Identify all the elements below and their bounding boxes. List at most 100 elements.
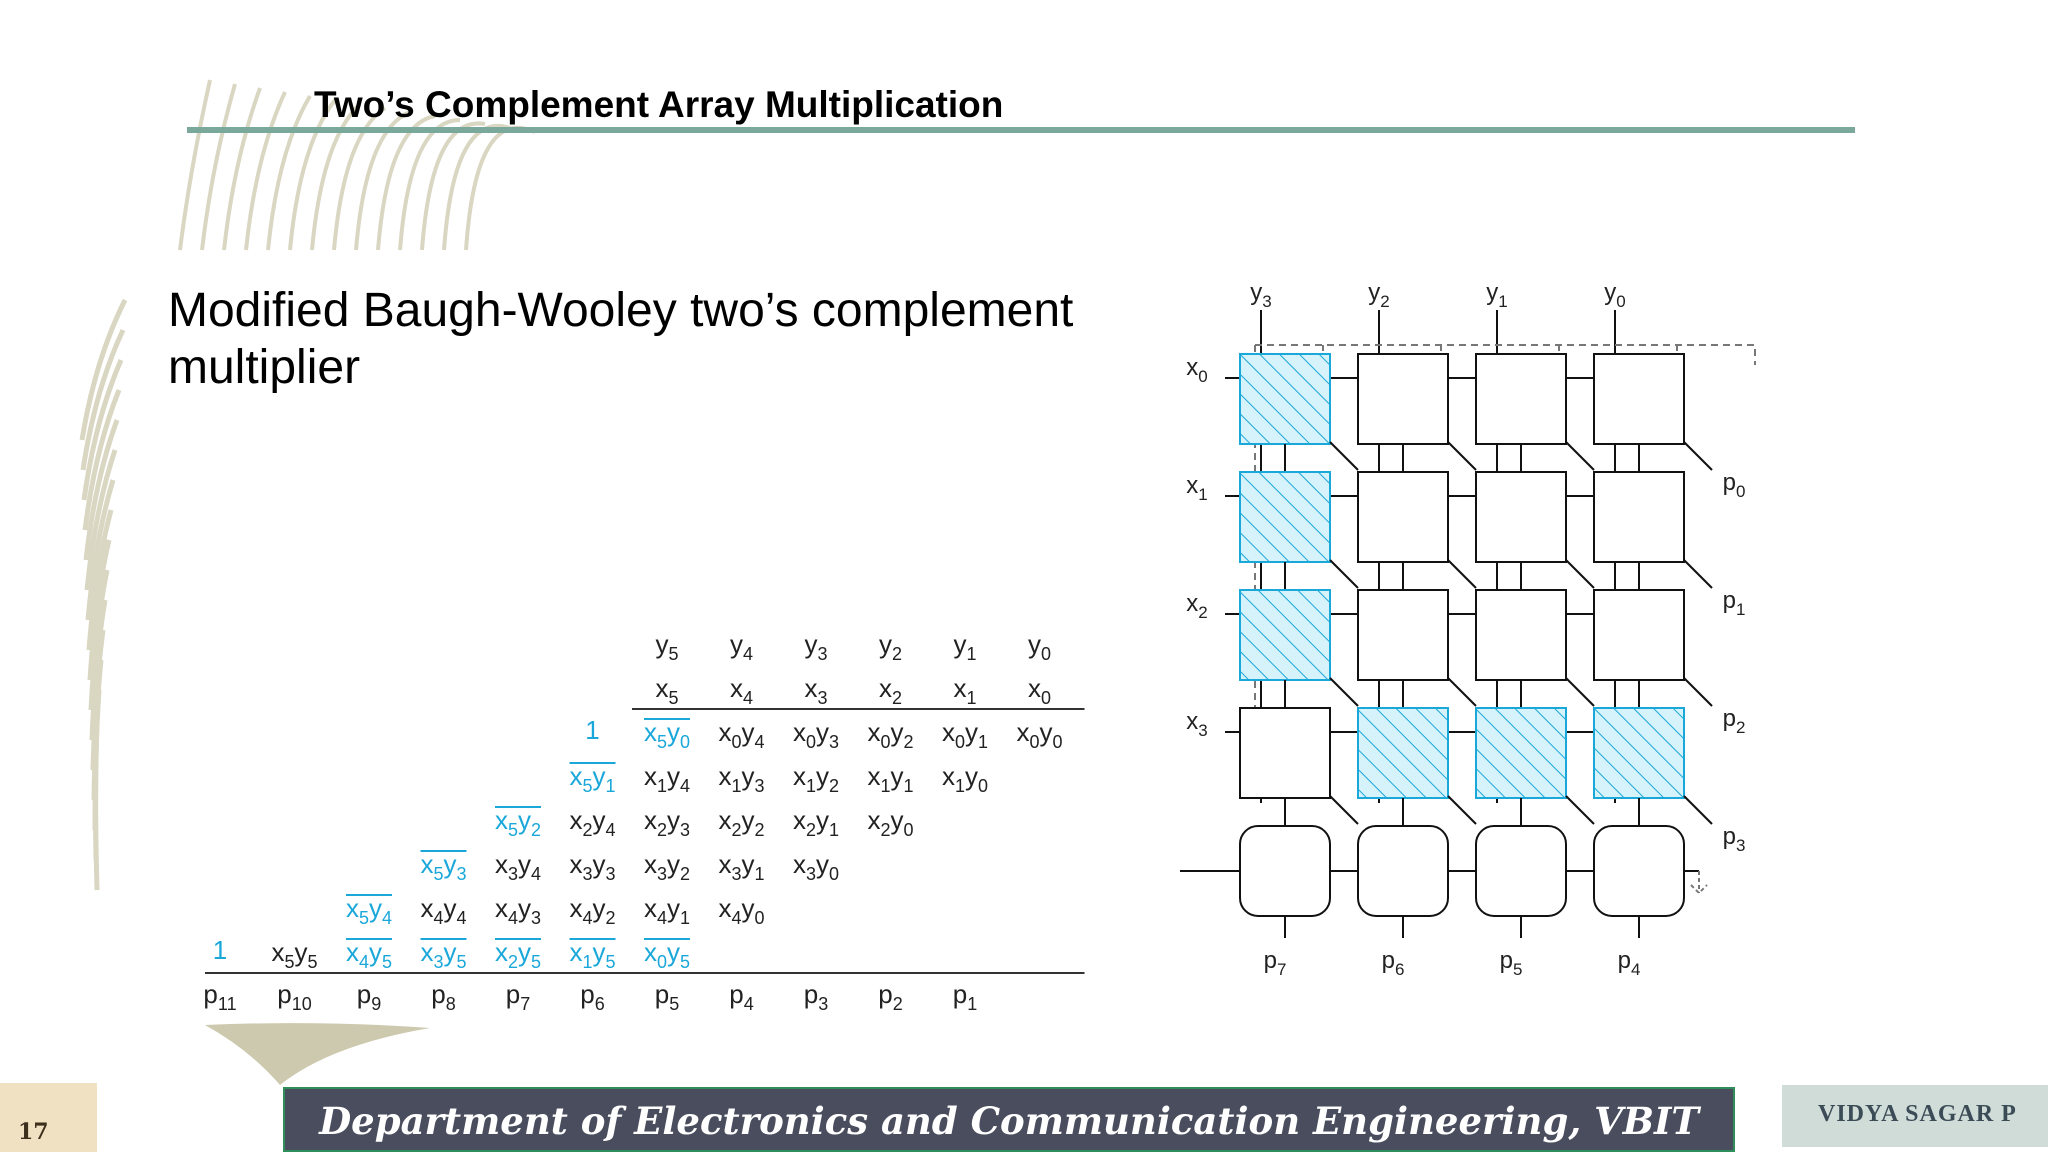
page-number: 17 <box>18 1119 49 1145</box>
palm-leaf-frond <box>288 98 337 251</box>
palm-leaf-frond <box>82 389 122 531</box>
product-bit: p3 <box>804 979 828 1014</box>
product-bit: p8 <box>431 979 455 1014</box>
product-bit: p10 <box>277 979 312 1014</box>
partial-product-term: x3y1 <box>718 849 764 884</box>
multiplier-bit: x3 <box>804 673 827 708</box>
nand-cell <box>1593 707 1685 799</box>
sum-wire <box>1329 441 1359 471</box>
partial-product-term: x3y0 <box>793 849 839 884</box>
product-bit: p11 <box>205 979 237 1014</box>
bottom-output-label: p6 <box>1382 947 1405 979</box>
partial-product-term: x0y3 <box>793 717 839 752</box>
palm-leaf-frond <box>80 328 126 471</box>
multiplicand-bit: y1 <box>953 629 976 664</box>
nand-cell <box>1475 707 1567 799</box>
complemented-term: x1y5 <box>569 937 615 972</box>
and-cell <box>1475 353 1567 445</box>
partial-product-term: x3y4 <box>495 849 541 884</box>
palm-leaf-bottom <box>205 1023 430 1085</box>
right-output-label: p1 <box>1723 587 1746 619</box>
palm-leaf-frond <box>332 106 387 251</box>
sum-wire <box>1565 795 1595 825</box>
sum-wire <box>1447 441 1477 471</box>
complemented-term: x5y4 <box>346 893 392 928</box>
palm-leaf-frond <box>310 102 362 251</box>
sum-wire <box>1565 559 1595 589</box>
palm-leaf-frond <box>87 539 112 681</box>
partial-product-term: x3y3 <box>569 849 615 884</box>
palm-leaf-frond <box>354 110 411 251</box>
palm-leaf-frond <box>84 449 118 591</box>
partial-product-term: x1y2 <box>793 761 839 796</box>
sum-wire <box>1447 795 1477 825</box>
bottom-output-label: p4 <box>1618 947 1641 979</box>
multiplier-bit: x4 <box>730 673 753 708</box>
and-cell <box>1357 353 1449 445</box>
palm-leaf-frond <box>81 359 124 501</box>
column-label-y: y3 <box>1250 279 1271 311</box>
product-bit: p2 <box>878 979 902 1014</box>
right-output-label: p0 <box>1723 469 1746 501</box>
complemented-term: x4y5 <box>346 937 392 972</box>
correction-one: 1 <box>213 935 227 965</box>
partial-product-term: x5y5 <box>271 937 317 972</box>
multiplier-bit: x5 <box>655 673 678 708</box>
title-underline <box>187 127 1855 133</box>
complemented-term: x3y5 <box>420 937 466 972</box>
product-bit: p1 <box>953 979 977 1014</box>
product-bit: p9 <box>357 979 381 1014</box>
palm-leaf-frond <box>88 569 110 711</box>
partial-product-term: x2y0 <box>867 805 913 840</box>
multiplicand-bit: y5 <box>655 629 678 664</box>
right-output-label: p3 <box>1723 823 1746 855</box>
row-label-x: x1 <box>1186 472 1207 504</box>
partial-product-term: x1y3 <box>718 761 764 796</box>
complemented-term: x2y5 <box>495 937 541 972</box>
multiplicand-bit: y3 <box>804 629 827 664</box>
column-label-y: y2 <box>1368 279 1389 311</box>
multiplier-bit: x1 <box>953 673 976 708</box>
full-adder-cell <box>1239 825 1331 917</box>
partial-product-term: x0y4 <box>718 717 764 752</box>
sum-wire <box>1683 677 1713 707</box>
partial-product-term: x0y0 <box>1016 717 1062 752</box>
and-cell <box>1357 471 1449 563</box>
partial-product-term: x4y0 <box>718 893 764 928</box>
partial-product-term: x1y1 <box>867 761 913 796</box>
sum-wire <box>1683 559 1713 589</box>
nand-cell <box>1357 707 1449 799</box>
row-label-x: x0 <box>1186 354 1207 386</box>
sum-wire <box>1565 441 1595 471</box>
full-adder-cell <box>1475 825 1567 917</box>
palm-leaf-frond <box>92 749 100 891</box>
palm-leaf-frond <box>85 479 116 621</box>
slide-title: Two’s Complement Array Multiplication <box>314 84 1004 125</box>
palm-leaf-frond <box>222 87 262 251</box>
full-adder-cell <box>1593 825 1685 917</box>
palm-leaf-frond <box>86 509 114 651</box>
partial-product-term: x3y2 <box>644 849 690 884</box>
slide-subtitle: Modified Baugh-Wooley two’s complement m… <box>168 284 1074 394</box>
palm-leaf-frond <box>464 125 536 251</box>
ground-arrow <box>1690 871 1708 895</box>
multiplier-bit: x2 <box>879 673 902 708</box>
palm-leaf-frond <box>244 91 287 251</box>
partial-product-term: x2y1 <box>793 805 839 840</box>
sum-wire <box>1329 559 1359 589</box>
partial-product-term: x4y4 <box>420 893 466 928</box>
and-cell <box>1593 589 1685 681</box>
complemented-term: x5y3 <box>420 849 466 884</box>
sum-wire <box>1329 677 1359 707</box>
footer-author: VIDYA SAGAR P <box>1818 1101 2017 1127</box>
correction-one: 1 <box>585 715 599 745</box>
column-label-y: y0 <box>1604 279 1625 311</box>
footer-department-bar: Department of Electronics and Communicat… <box>283 1087 1735 1152</box>
column-label-y: y1 <box>1486 279 1507 311</box>
partial-product-term: x4y3 <box>495 893 541 928</box>
multiplicand-bit: y2 <box>879 629 902 664</box>
complemented-term: x5y1 <box>569 761 615 796</box>
palm-leaf-frond <box>398 118 461 251</box>
palm-leaf-frond <box>200 83 237 251</box>
